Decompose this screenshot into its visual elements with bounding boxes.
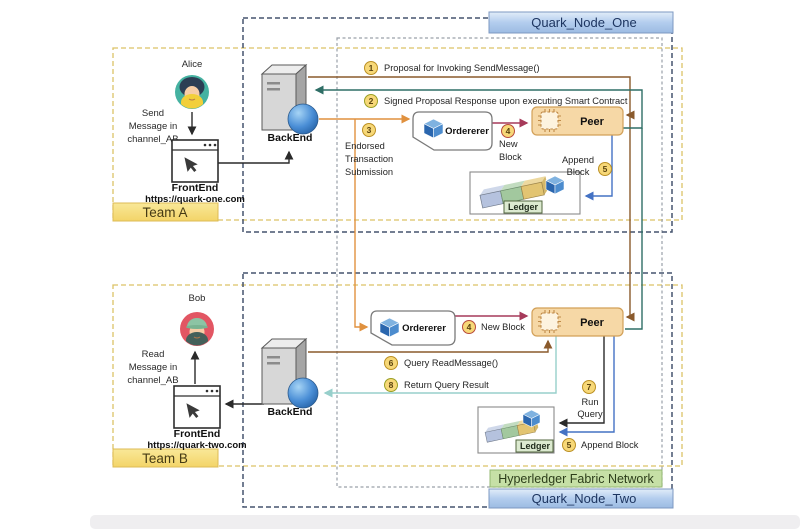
line-query-to-peer2 (308, 339, 553, 353)
orderer2-box: Ordererer (370, 310, 456, 346)
bottom-gray-bar (90, 515, 800, 529)
team-b-label: Team B (112, 448, 219, 468)
svg-text:4: 4 (506, 126, 511, 136)
line-frontend1-backend1 (218, 150, 294, 164)
frontend1-label: FrontEnd (172, 182, 219, 194)
send-message-line2: Message in (129, 121, 178, 132)
frontend2-url: https://quark-two.com (147, 440, 246, 451)
step4-top-badge: 4 (501, 124, 515, 138)
svg-text:1: 1 (369, 63, 374, 73)
step2-text: Signed Proposal Response upon executing … (384, 96, 628, 106)
read-message-line1: Read (142, 349, 165, 360)
step5-top-line2: Block (567, 167, 590, 177)
line-proposal-to-peer2 (625, 115, 635, 322)
peer2-box: Peer (531, 307, 624, 337)
frontend1-browser-icon (171, 139, 219, 183)
frontend2-label: FrontEnd (174, 428, 221, 440)
step7-line1: Run (581, 397, 598, 407)
step2-badge: 2 (364, 94, 378, 108)
peer1-box: Peer (531, 106, 624, 136)
orderer1-box: Ordererer (412, 111, 493, 151)
line-response-peer2-link (625, 128, 643, 330)
team-a-region (112, 47, 683, 221)
bob-name: Bob (189, 293, 206, 304)
team-a-label-text: Team A (142, 205, 187, 220)
svg-text:5: 5 (603, 164, 608, 174)
send-message-line3: channel_AB (127, 134, 178, 145)
step8-badge: 8 (384, 378, 398, 392)
backend1-server-icon (261, 64, 319, 135)
step3-line1: Endorsed (345, 141, 385, 151)
orderer1-label: Ordererer (445, 126, 489, 137)
hyperledger-network-label: Hyperledger Fabric Network (489, 469, 663, 488)
step-annotations: 1 Proposal for Invoking SendMessage() 2 … (345, 61, 639, 452)
svg-text:4: 4 (467, 322, 472, 332)
avatar-alice (175, 75, 209, 109)
step4-top-line2: Block (499, 152, 522, 162)
team-b-label-text: Team B (142, 451, 188, 466)
flow-lines (187, 76, 643, 437)
quark-node-one-region (242, 17, 673, 233)
avatar-bob (180, 312, 214, 346)
line-proposal-to-peer1 (308, 76, 635, 120)
step1-text: Proposal for Invoking SendMessage() (384, 63, 540, 73)
step6-badge: 6 (384, 356, 398, 370)
backend2-server-icon (261, 338, 319, 409)
send-message-line1: Send (142, 108, 164, 119)
line-run-query (558, 336, 605, 428)
backend2-label: BackEnd (268, 406, 313, 418)
svg-text:5: 5 (567, 440, 572, 450)
read-message-line2: Message in (129, 362, 178, 373)
backend1-label: BackEnd (268, 132, 313, 144)
step3-badge: 3 (362, 123, 376, 137)
step5-bottom-badge: 5 (562, 438, 576, 452)
step5-top-line1: Append (562, 155, 594, 165)
step7-line2: Query (577, 409, 603, 419)
svg-text:3: 3 (367, 125, 372, 135)
svg-text:8: 8 (389, 380, 394, 390)
step6-text: Query ReadMessage() (404, 358, 498, 368)
step8-text: Return Query Result (404, 380, 489, 390)
line-append-bottom (558, 336, 615, 437)
hyperledger-network-label-text: Hyperledger Fabric Network (498, 472, 654, 486)
step3-line2: Transaction (345, 154, 393, 164)
step4-bottom-text: New Block (481, 322, 525, 332)
peer2-label: Peer (580, 317, 605, 329)
peer1-label: Peer (580, 116, 605, 128)
ledger1-label: Ledger (508, 202, 539, 212)
team-a-label: Team A (112, 202, 219, 222)
step4-top-line1: New (499, 139, 518, 149)
quark-node-two-label: Quark_Node_Two (488, 488, 674, 509)
ledger2-label: Ledger (520, 441, 551, 451)
step5-bottom-text: Append Block (581, 440, 639, 450)
svg-text:7: 7 (587, 382, 592, 392)
quark-node-one-label: Quark_Node_One (488, 11, 674, 34)
svg-text:6: 6 (389, 358, 394, 368)
frontend1-url: https://quark-one.com (145, 194, 245, 205)
line-response-to-backend1 (314, 85, 643, 129)
step5-top-badge: 5 (598, 162, 612, 176)
orderer2-label: Ordererer (402, 323, 446, 334)
line-endorse-to-orderer2 (354, 119, 369, 332)
alice-name: Alice (182, 59, 203, 70)
ledger2-box: Ledger (477, 406, 555, 454)
svg-text:2: 2 (369, 96, 374, 106)
step1-badge: 1 (364, 61, 378, 75)
ledger1-box: Ledger (469, 171, 581, 215)
step3-line3: Submission (345, 167, 393, 177)
quark-node-two-region (242, 272, 673, 508)
quark-node-two-label-text: Quark_Node_Two (532, 491, 637, 506)
line-return-result (323, 336, 557, 398)
step4-bottom-badge: 4 (462, 320, 476, 334)
quark-node-one-label-text: Quark_Node_One (531, 15, 637, 30)
frontend2-browser-icon (173, 385, 221, 429)
step7-badge: 7 (582, 380, 596, 394)
team-b-region (112, 284, 683, 467)
read-message-line3: channel_AB (127, 375, 178, 386)
line-append-top (584, 135, 613, 201)
